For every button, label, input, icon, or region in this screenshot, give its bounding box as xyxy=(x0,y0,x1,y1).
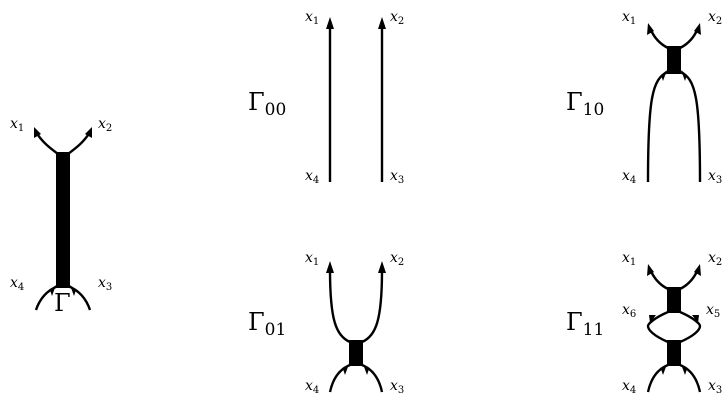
label-x4: x4 xyxy=(622,168,636,186)
label-x1: x1 xyxy=(10,116,24,134)
diagram-gamma01: x1 x2 x3 x4 Γ01 xyxy=(248,250,404,396)
strand-x3 xyxy=(679,70,702,183)
arrow-x3-in xyxy=(70,285,76,296)
arrow-x6 xyxy=(649,315,656,323)
title-gamma11: Γ11 xyxy=(566,308,604,340)
label-x2: x2 xyxy=(390,250,404,268)
label-x3: x3 xyxy=(390,378,404,396)
arrow-x5 xyxy=(692,315,699,323)
thick-edge-bottom xyxy=(667,340,681,366)
arrow-x4-in xyxy=(661,70,667,81)
title-gamma00: Γ00 xyxy=(248,88,286,120)
arrow-x4-in xyxy=(343,364,349,375)
label-x4: x4 xyxy=(622,378,636,396)
label-x1: x1 xyxy=(305,250,319,268)
diagram-gamma10: x1 x2 x3 x4 Γ10 xyxy=(566,9,722,186)
arrow-x2 xyxy=(694,23,701,35)
arrow-x2 xyxy=(378,261,386,273)
label-x3: x3 xyxy=(390,168,404,186)
arrow-x1 xyxy=(34,127,41,138)
strand-x2 xyxy=(67,131,92,155)
label-x3: x3 xyxy=(708,168,722,186)
strand-x6 xyxy=(646,310,669,344)
title-gamma01: Γ01 xyxy=(248,308,286,340)
strand-x4 xyxy=(646,70,669,183)
arrow-x1 xyxy=(647,23,654,35)
label-x4: x4 xyxy=(10,275,24,293)
label-x3: x3 xyxy=(98,275,112,293)
arrow-x1 xyxy=(647,264,654,276)
arrow-x2 xyxy=(694,264,701,276)
label-x2: x2 xyxy=(390,9,404,27)
thick-edge xyxy=(667,46,681,74)
arrow-right xyxy=(378,17,386,29)
label-x1: x1 xyxy=(622,250,636,268)
label-x4: x4 xyxy=(305,168,319,186)
label-x1: x1 xyxy=(305,9,319,27)
label-x4: x4 xyxy=(305,378,319,396)
arrow-x3-in xyxy=(363,364,369,375)
strand-x3 xyxy=(67,284,92,311)
label-x1: x1 xyxy=(622,9,636,27)
label-x2: x2 xyxy=(708,250,722,268)
arrow-x3-in xyxy=(681,70,687,81)
thick-edge xyxy=(56,152,70,288)
diagram-gamma: x1 x2 x3 x4 Γ xyxy=(10,116,112,317)
arrow-x3-in xyxy=(681,364,687,375)
label-x5: x5 xyxy=(706,302,720,320)
label-x2: x2 xyxy=(98,116,112,134)
thick-edge-top xyxy=(667,287,681,313)
arrow-left xyxy=(326,17,334,29)
diagram-gamma00: x1 x2 x3 x4 Γ00 xyxy=(248,9,404,186)
strand-x4 xyxy=(34,284,59,311)
strand-x5 xyxy=(679,310,702,344)
strand-x1 xyxy=(328,269,351,344)
title-gamma: Γ xyxy=(54,289,71,317)
label-x2: x2 xyxy=(708,9,722,27)
strand-x2 xyxy=(361,269,384,344)
arrow-x4-in xyxy=(661,364,667,375)
arrow-x1 xyxy=(326,261,334,273)
label-x3: x3 xyxy=(708,378,722,396)
label-x6: x6 xyxy=(622,302,636,320)
title-gamma10: Γ10 xyxy=(566,88,604,120)
thick-edge xyxy=(349,340,363,366)
arrow-x2 xyxy=(85,127,92,138)
diagram-gamma11: x1 x2 x3 x4 x5 x6 Γ11 xyxy=(566,250,722,396)
arrow-x4-in xyxy=(50,285,56,296)
strand-x1 xyxy=(34,131,59,155)
